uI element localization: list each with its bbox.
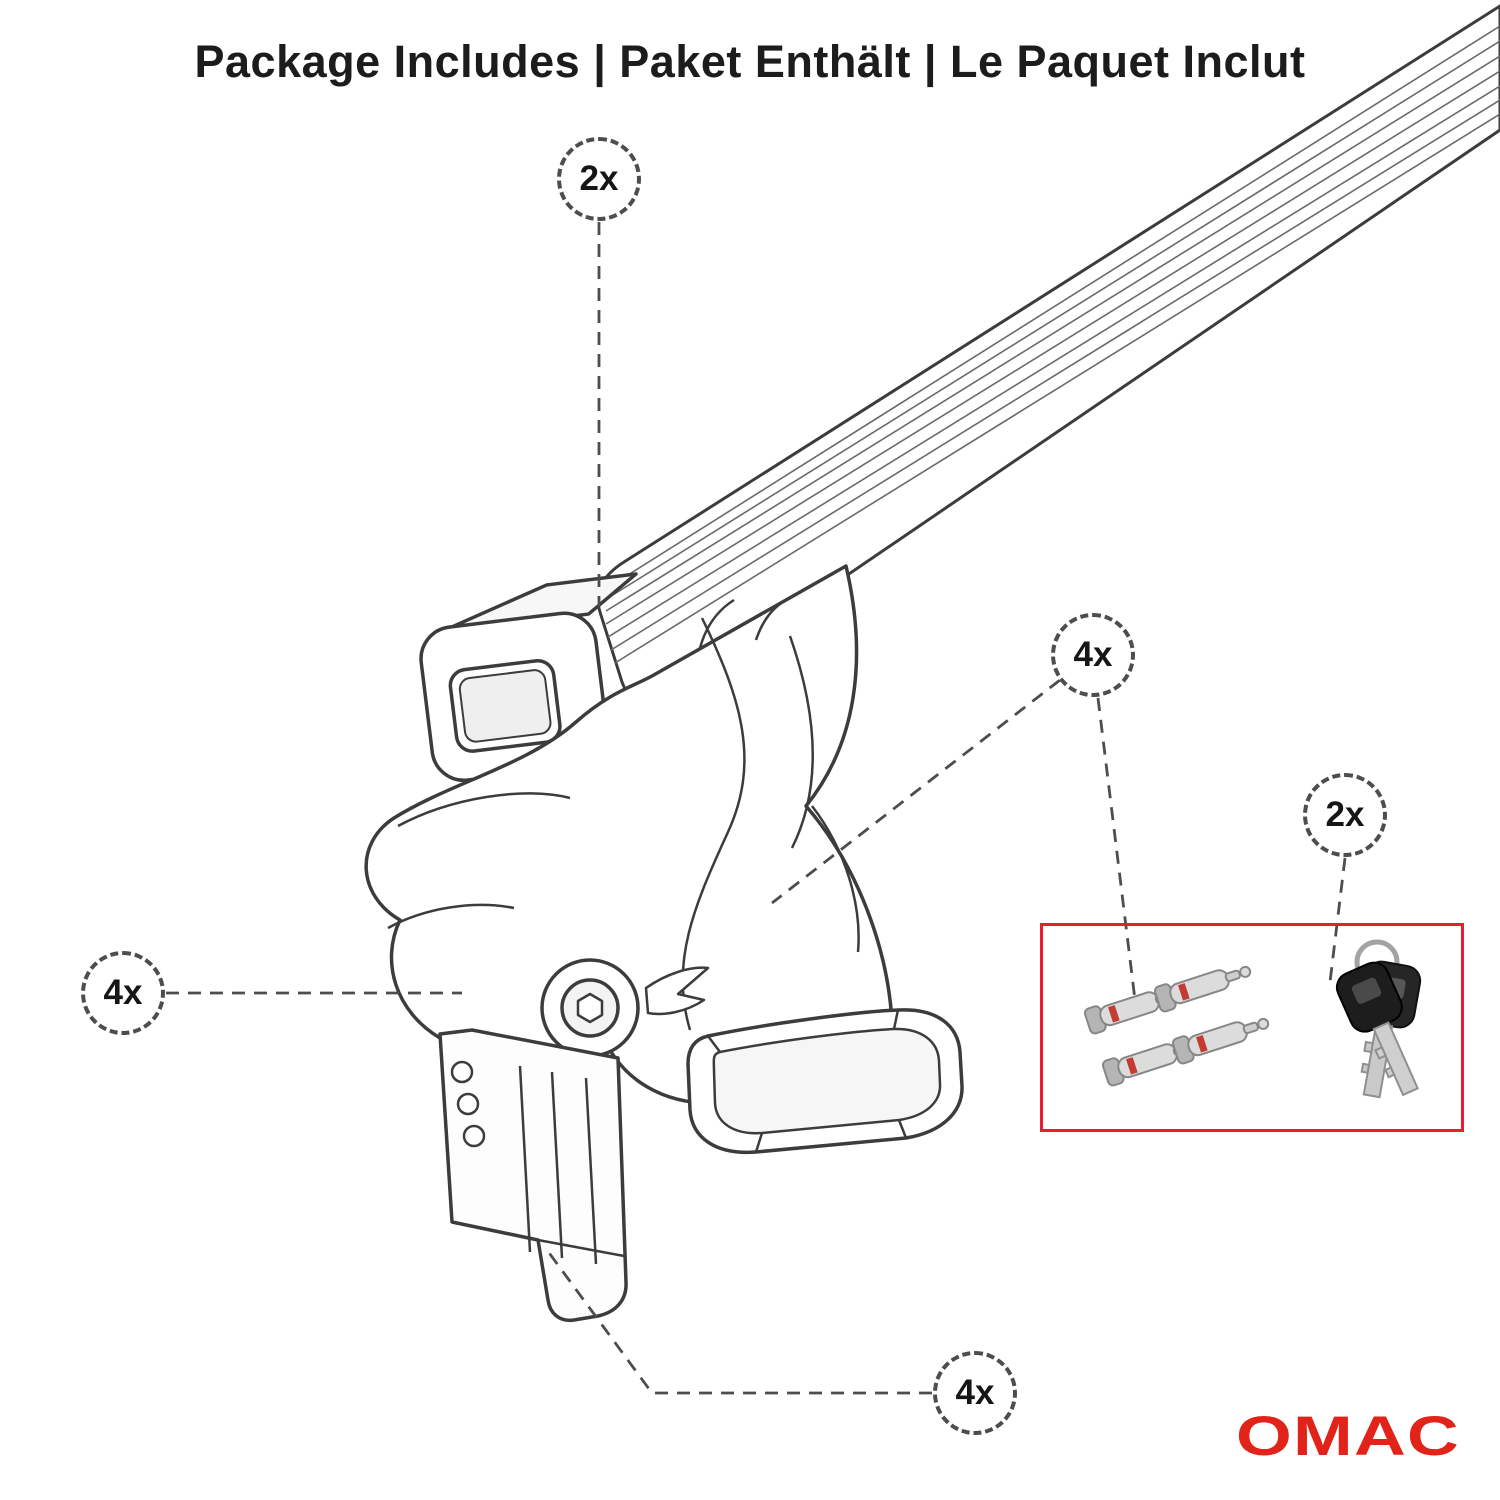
lock-cylinders-photo: [1082, 956, 1273, 1088]
base-pad: [686, 1008, 964, 1155]
callout-clamp-qty: 4x: [933, 1351, 1017, 1435]
brand-logo: OMAC: [1235, 1404, 1460, 1467]
callout-keys-qty: 2x: [1303, 773, 1387, 857]
hex-bolt: [576, 992, 604, 1024]
callout-lock-bolts-qty: 4x: [1051, 613, 1135, 697]
leader-clamp: [545, 1249, 932, 1395]
key-front: [1335, 961, 1419, 1097]
leader-lines: [166, 222, 1347, 1395]
keys-photo: [1335, 939, 1422, 1099]
leader-lock-bolts-foot: [771, 678, 1061, 905]
crossbar: [596, 4, 1500, 705]
callout-foot-qty: 4x: [81, 951, 165, 1035]
crossbar-ridges: [605, 25, 1500, 664]
accessories-box: [1040, 923, 1464, 1132]
callout-crossbar-qty: 2x: [557, 137, 641, 221]
page-title: Package Includes | Paket Enthält | Le Pa…: [194, 36, 1306, 87]
leader-lock-bolts-photo: [1096, 697, 1138, 1009]
clamp-bracket: [438, 1028, 628, 1323]
